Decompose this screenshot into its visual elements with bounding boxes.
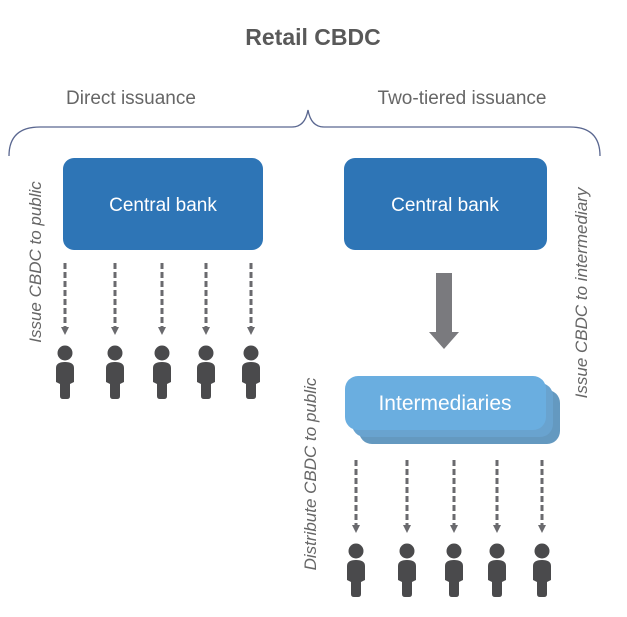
person-icon — [488, 543, 506, 597]
person-icon — [106, 345, 124, 399]
person-icon — [56, 345, 74, 399]
issue-to-public-label: Issue CBDC to public — [26, 181, 45, 343]
dashed-arrows-two-tiered — [352, 460, 546, 533]
person-icon — [398, 543, 416, 597]
distribute-to-public-label: Distribute CBDC to public — [301, 377, 320, 570]
down-arrow-icon — [429, 273, 459, 349]
person-icon — [533, 543, 551, 597]
person-icon — [347, 543, 365, 597]
central-bank-box-direct — [63, 158, 263, 250]
intermediaries-stack — [345, 376, 560, 444]
diagram-title: Retail CBDC — [245, 24, 380, 50]
person-icon — [242, 345, 260, 399]
central-bank-box-two-tiered — [344, 158, 547, 250]
people-direct — [56, 345, 260, 399]
issue-to-intermediary-label: Issue CBDC to intermediary — [572, 186, 591, 398]
direct-issuance-label: Direct issuance — [66, 88, 196, 109]
central-bank-label-two-tiered: Central bank — [391, 195, 499, 216]
person-icon — [197, 345, 215, 399]
brace — [8, 109, 601, 157]
person-icon — [153, 345, 171, 399]
two-tiered-issuance-label: Two-tiered issuance — [378, 88, 547, 109]
central-bank-label-direct: Central bank — [109, 195, 217, 216]
dashed-arrows-direct — [61, 263, 255, 335]
intermediaries-label: Intermediaries — [378, 392, 511, 415]
person-icon — [445, 543, 463, 597]
people-two-tiered — [347, 543, 551, 597]
